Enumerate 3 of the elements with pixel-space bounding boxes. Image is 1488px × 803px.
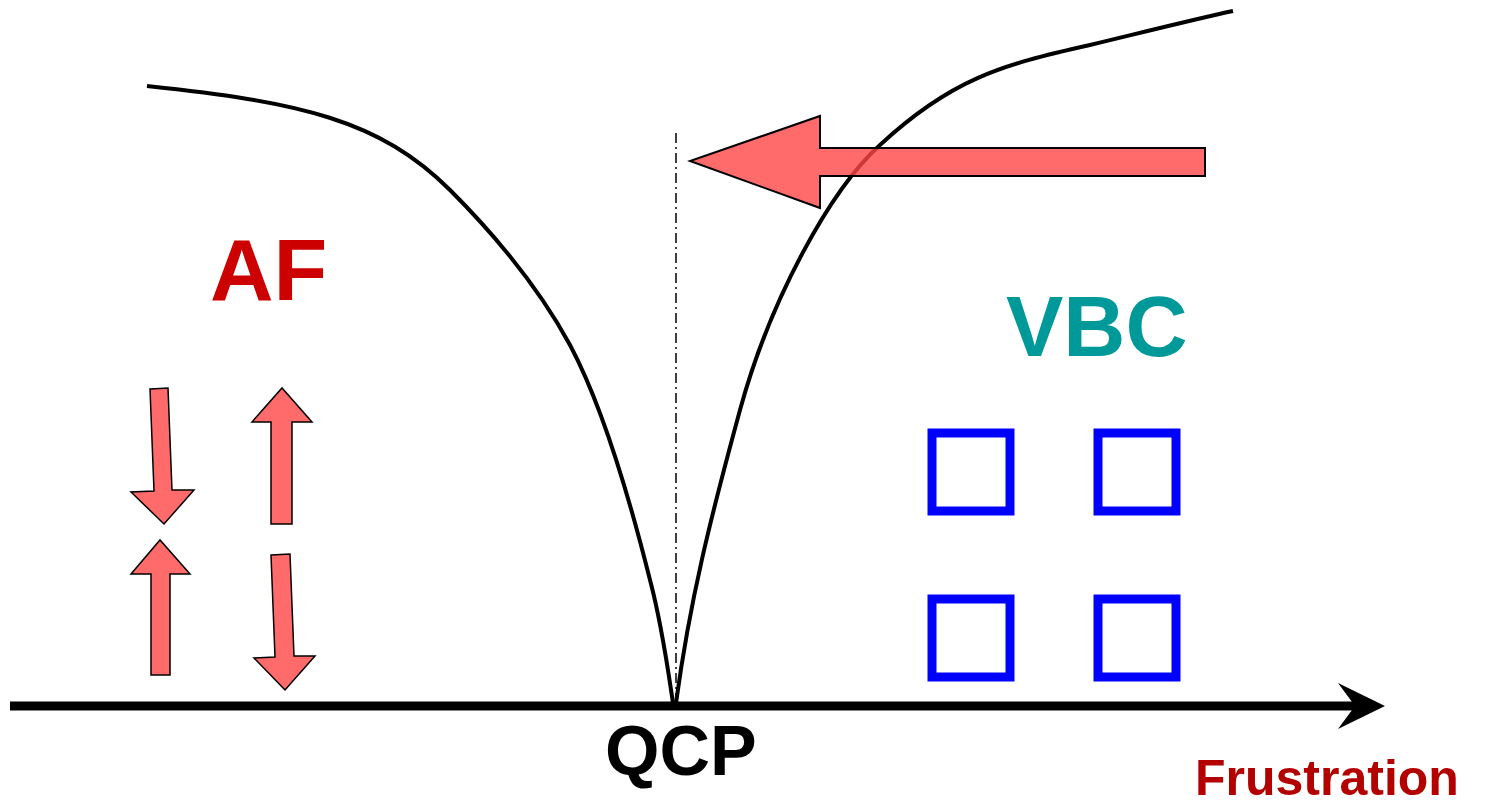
- phase-label: AF: [210, 228, 328, 312]
- axis-label: Frustration: [1195, 755, 1459, 803]
- phase-label: VBC: [1006, 286, 1188, 368]
